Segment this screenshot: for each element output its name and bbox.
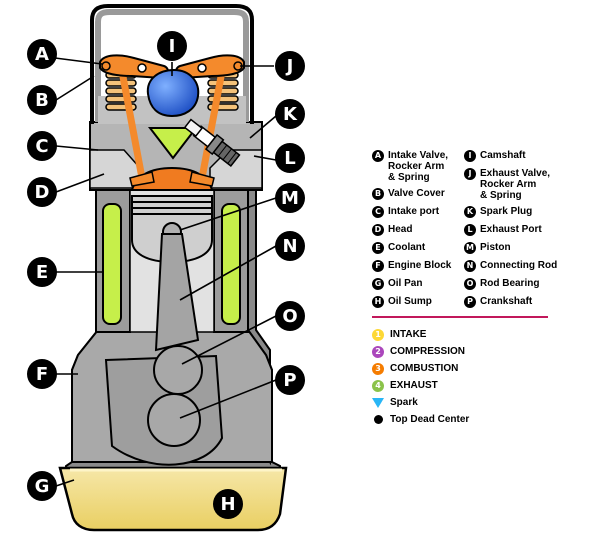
stroke-top-dead-center: Top Dead Center [372, 411, 469, 428]
coolant-left [102, 203, 122, 325]
spark-triangle-icon [372, 397, 384, 408]
svg-text:G: G [35, 476, 50, 497]
top-dead-center-dot-icon [374, 415, 383, 424]
stroke-3-badge: 3 [372, 362, 384, 375]
svg-text:L: L [284, 148, 295, 169]
legend-item-J: J Exhaust Valve, Rocker Arm & Spring [464, 168, 592, 201]
legend-item-I: I Camshaft [464, 150, 592, 163]
stroke-2-badge: 2 [372, 345, 384, 358]
parts-legend: A Intake Valve, Rocker Arm & Spring B Va… [372, 150, 594, 314]
camshaft-lobe [147, 127, 199, 160]
callout-J: J [275, 51, 305, 81]
svg-text:E: E [36, 262, 48, 283]
callout-M: M [275, 183, 305, 213]
callout-K: K [275, 99, 305, 129]
svg-text:C: C [35, 136, 48, 157]
svg-text:O: O [282, 306, 297, 327]
callout-C: C [27, 131, 57, 161]
callout-O: O [275, 301, 305, 331]
svg-text:F: F [36, 364, 48, 385]
callout-D: D [27, 177, 57, 207]
svg-text:P: P [283, 370, 296, 391]
leader-lines [54, 57, 277, 487]
legend-item-O: O Rod Bearing [464, 278, 592, 291]
stroke-spark: Spark [372, 394, 469, 411]
legend-item-H: H Oil Sump [372, 296, 464, 309]
legend-item-G: G Oil Pan [372, 278, 464, 291]
legend-divider [372, 316, 548, 318]
svg-text:H: H [220, 494, 235, 515]
stroke-legend: 1 INTAKE 2 COMPRESSION 3 COMBUSTION 4 EX… [372, 326, 469, 428]
stroke-compression: 2 COMPRESSION [372, 343, 469, 360]
legend-item-D: D Head [372, 224, 464, 237]
stroke-1-badge: 1 [372, 328, 384, 341]
callout-F: F [27, 359, 57, 389]
legend-item-E: E Coolant [372, 242, 464, 255]
legend-item-K: K Spark Plug [464, 206, 592, 219]
callout-A: A [27, 39, 57, 69]
legend-right-column: I Camshaft J Exhaust Valve, Rocker Arm &… [464, 150, 592, 314]
svg-text:N: N [282, 236, 297, 257]
camshaft [146, 68, 200, 118]
legend-item-P: P Crankshaft [464, 296, 592, 309]
connecting-rod [154, 233, 200, 352]
legend-item-L: L Exhaust Port [464, 224, 592, 237]
valve-cover [90, 4, 254, 124]
stroke-exhaust: 4 EXHAUST [372, 377, 469, 394]
svg-text:D: D [35, 182, 50, 203]
legend-left-column: A Intake Valve, Rocker Arm & Spring B Va… [372, 150, 464, 314]
svg-text:I: I [169, 36, 176, 57]
svg-text:B: B [35, 90, 49, 111]
callout-E: E [27, 257, 57, 287]
oil-pan [58, 466, 288, 532]
callout-H: H [213, 489, 243, 519]
svg-text:M: M [281, 188, 299, 209]
stroke-combustion: 3 COMBUSTION [372, 360, 469, 377]
spark-plug [183, 118, 241, 168]
rod-bearing [153, 345, 203, 395]
svg-text:J: J [285, 56, 294, 77]
legend-item-A: A Intake Valve, Rocker Arm & Spring [372, 150, 464, 183]
stroke-4-badge: 4 [372, 379, 384, 392]
callout-G: G [27, 471, 57, 501]
crankshaft [147, 393, 201, 447]
legend-item-F: F Engine Block [372, 260, 464, 273]
callout-B: B [27, 85, 57, 115]
legend-item-M: M Piston [464, 242, 592, 255]
svg-text:A: A [35, 44, 49, 65]
callout-P: P [275, 365, 305, 395]
legend-item-B: B Valve Cover [372, 188, 464, 201]
coolant-right [221, 203, 241, 325]
legend-item-N: N Connecting Rod [464, 260, 592, 273]
callout-N: N [275, 231, 305, 261]
legend-item-C: C Intake port [372, 206, 464, 219]
stroke-intake: 1 INTAKE [372, 326, 469, 343]
svg-text:K: K [283, 104, 298, 125]
callout-L: L [275, 143, 305, 173]
callout-I: I [157, 31, 187, 61]
